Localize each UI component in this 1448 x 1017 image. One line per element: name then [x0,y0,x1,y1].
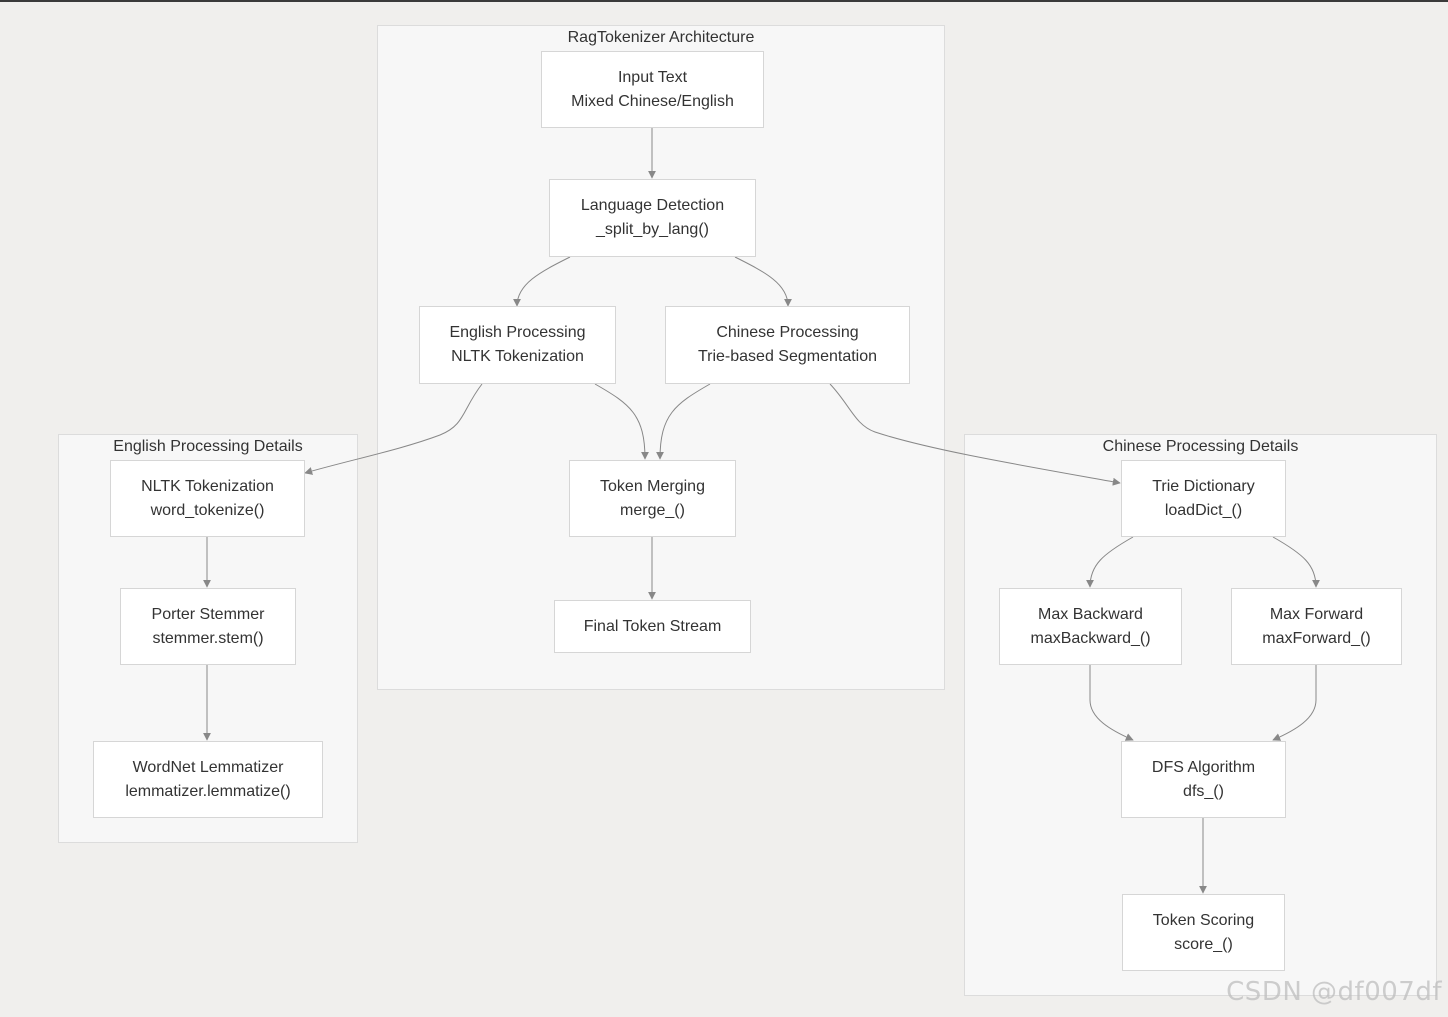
watermark: CSDN @df007df [1226,977,1442,1007]
node-max-backward: Max Backward maxBackward_() [999,588,1182,665]
node-chinese-processing: Chinese Processing Trie-based Segmentati… [665,306,910,384]
node-max-forward-line2: maxForward_() [1262,629,1371,647]
node-nltk-tokenization-line1: NLTK Tokenization [141,477,274,495]
node-english-processing: English Processing NLTK Tokenization [419,306,616,384]
node-max-backward-line2: maxBackward_() [1030,629,1151,647]
node-token-scoring-line2: score_() [1174,935,1233,953]
edge-eng-to-nltk [304,383,483,475]
node-language-detection: Language Detection _split_by_lang() [549,179,756,257]
node-chinese-processing-line1: Chinese Processing [716,324,859,341]
node-wordnet-lemmatizer-line1: WordNet Lemmatizer [132,758,284,776]
edge-trie-to-maxback [1086,536,1134,588]
node-chinese-processing-line2: Trie-based Segmentation [697,348,878,365]
node-input-text-line1: Input Text [617,68,688,86]
node-nltk-tokenization-line2: word_tokenize() [150,501,265,519]
node-token-merging-line2: merge_() [620,501,685,519]
node-language-detection-line1: Language Detection [580,197,725,214]
cluster-title-main: RagTokenizer Architecture [567,29,755,46]
cluster-title-chinese: Chinese Processing Details [1102,438,1299,455]
node-trie-dictionary-line2: loadDict_() [1164,501,1243,519]
top-border [0,0,1448,2]
node-wordnet-lemmatizer: WordNet Lemmatizer lemmatizer.lemmatize(… [93,741,323,818]
node-trie-dictionary-line1: Trie Dictionary [1152,477,1255,495]
node-language-detection-line2: _split_by_lang() [596,221,709,238]
edge-maxfwd-to-dfs [1272,665,1317,741]
node-dfs-algorithm: DFS Algorithm dfs_() [1121,741,1286,818]
node-english-processing-line1: English Processing [449,324,586,341]
node-trie-dictionary: Trie Dictionary loadDict_() [1121,460,1286,537]
node-token-merging: Token Merging merge_() [569,460,736,537]
node-english-processing-line2: NLTK Tokenization [451,348,584,365]
node-final-token-stream: Final Token Stream [554,600,751,653]
node-input-text: Input Text Mixed Chinese/English [541,51,764,128]
edge-chi-to-merge [656,383,711,460]
node-porter-stemmer-line2: stemmer.stem() [152,629,264,647]
node-max-backward-line1: Max Backward [1038,605,1143,623]
node-max-forward-line1: Max Forward [1269,605,1364,623]
node-input-text-line2: Mixed Chinese/English [571,92,734,110]
node-final-token-stream-line1: Final Token Stream [583,617,722,635]
edge-trie-to-maxfwd [1272,536,1320,588]
edge-maxback-to-dfs [1089,665,1134,741]
node-max-forward: Max Forward maxForward_() [1231,588,1402,665]
node-nltk-tokenization: NLTK Tokenization word_tokenize() [110,460,305,537]
edge-lang-to-eng [513,256,571,307]
cluster-title-english: English Processing Details [113,438,303,455]
node-token-scoring: Token Scoring score_() [1122,894,1285,971]
node-token-merging-line1: Token Merging [600,477,705,495]
edge-lang-to-chi [734,256,792,307]
edge-chi-to-trie [829,383,1121,486]
node-porter-stemmer-line1: Porter Stemmer [151,605,265,623]
node-wordnet-lemmatizer-line2: lemmatizer.lemmatize() [125,782,291,800]
node-porter-stemmer: Porter Stemmer stemmer.stem() [120,588,296,665]
node-token-scoring-line1: Token Scoring [1152,911,1255,929]
node-dfs-algorithm-line1: DFS Algorithm [1151,758,1256,776]
edge-eng-to-merge [594,383,649,460]
node-dfs-algorithm-line2: dfs_() [1183,782,1224,800]
